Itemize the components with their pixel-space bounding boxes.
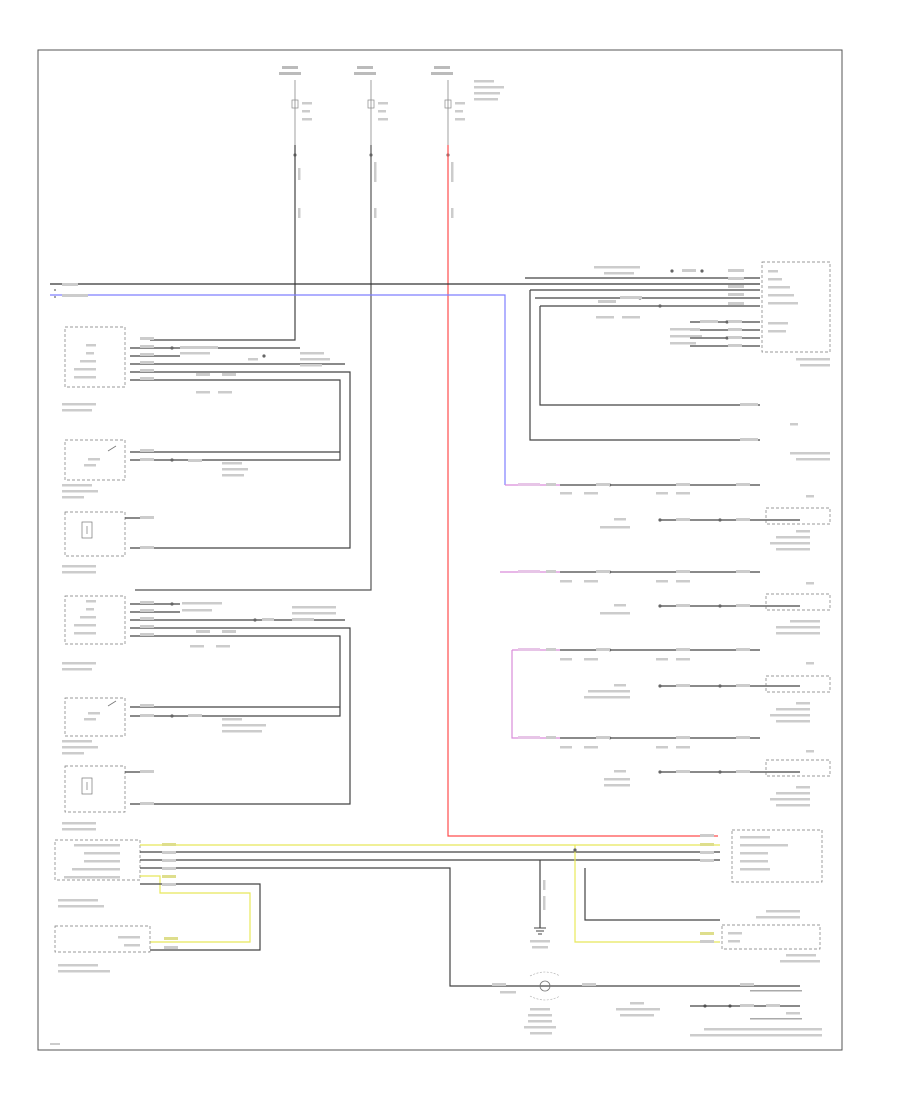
fuse-feed-group bbox=[279, 66, 504, 218]
splice-icon bbox=[529, 971, 561, 1001]
connector-icon bbox=[170, 714, 174, 718]
left-block-2 bbox=[62, 439, 340, 499]
switch-icon bbox=[81, 777, 93, 795]
connector-box-left-3 bbox=[64, 511, 126, 557]
right-top-cluster bbox=[525, 261, 831, 461]
fuse-icon bbox=[291, 99, 299, 109]
left-block-1 bbox=[62, 326, 351, 549]
connector-box-left-bottom-2 bbox=[54, 925, 151, 953]
fuse-feed-1 bbox=[279, 66, 312, 145]
violet-wire-3 bbox=[511, 649, 560, 739]
violet-branches bbox=[500, 483, 831, 807]
switch-icon bbox=[107, 445, 117, 452]
left-block-5 bbox=[62, 697, 340, 755]
fuse-icon bbox=[367, 99, 375, 109]
connector-box-left-2 bbox=[64, 439, 126, 481]
feed-wire-1 bbox=[150, 145, 296, 341]
fuse-feed-3 bbox=[431, 66, 504, 145]
yellow-wire-3 bbox=[574, 845, 720, 943]
left-block-3 bbox=[62, 511, 154, 574]
switch-icon bbox=[81, 521, 93, 539]
connector-box-right-bottom bbox=[731, 829, 823, 883]
left-block-4 bbox=[62, 595, 351, 805]
left-block-6 bbox=[62, 765, 154, 831]
connector-icon bbox=[170, 602, 257, 622]
connector-box-right-bottom-2 bbox=[721, 924, 821, 950]
fuse-icon bbox=[444, 99, 452, 109]
yellow-wire-2 bbox=[140, 875, 251, 943]
connector-box-left-6 bbox=[64, 765, 126, 813]
connector-box-left-1 bbox=[64, 326, 126, 388]
ground-icon bbox=[534, 920, 546, 935]
bus-line-blue bbox=[50, 294, 506, 485]
connector-icon bbox=[170, 458, 174, 462]
connector-icon bbox=[170, 346, 266, 358]
feed-wire-red bbox=[447, 145, 718, 837]
feed-wire-2 bbox=[135, 145, 372, 591]
fuse-feed-2 bbox=[354, 66, 388, 145]
connector-icon bbox=[573, 848, 732, 1008]
bottom-bus bbox=[54, 829, 823, 1008]
diagram-frame bbox=[37, 49, 843, 1051]
switch-icon bbox=[107, 700, 117, 707]
connector-box-left-5 bbox=[64, 697, 126, 737]
ground-assembly bbox=[492, 880, 822, 1037]
connector-box-right-top bbox=[761, 261, 831, 353]
connector-box-left-4 bbox=[64, 595, 126, 645]
